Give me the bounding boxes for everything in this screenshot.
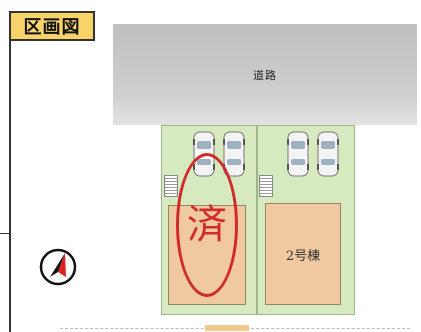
road-area: 道路: [113, 24, 417, 125]
parked-car-icon: [317, 131, 339, 177]
parked-car-icon: [223, 131, 245, 177]
north-arrow-icon: [39, 248, 77, 286]
stairs-icon: [259, 175, 273, 197]
parked-car-icon: [287, 131, 309, 177]
diagram-title: 区画図: [9, 11, 95, 41]
house-label: 2号棟: [285, 248, 321, 264]
frame-bottom-marker: [205, 325, 249, 331]
sold-stamp-text: 済: [187, 202, 227, 248]
stairs-icon: [164, 175, 178, 197]
sold-stamp: 済: [176, 153, 238, 297]
frame-border-left: [9, 41, 11, 332]
frame-tick: [0, 233, 9, 234]
road-label: 道路: [253, 68, 277, 82]
house-2-footprint: 2号棟: [265, 203, 341, 305]
